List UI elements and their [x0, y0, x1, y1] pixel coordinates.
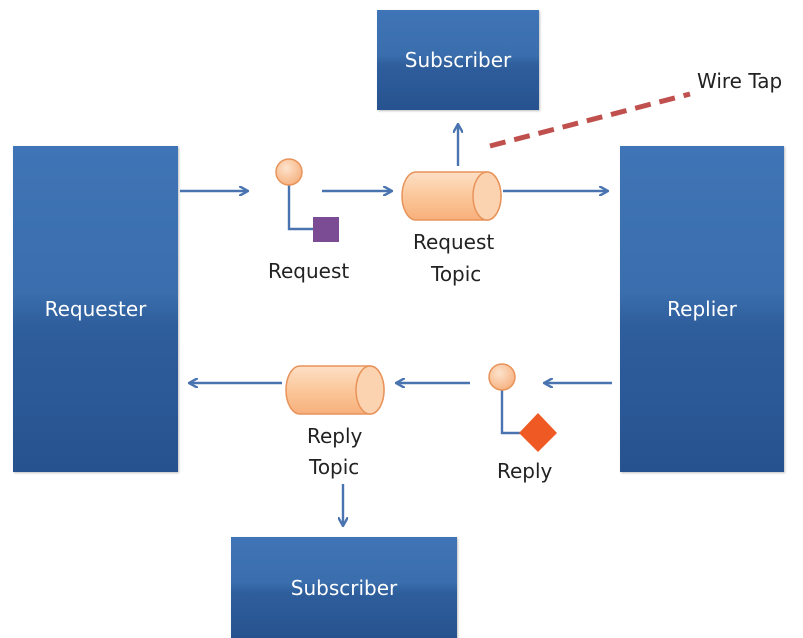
reply-message-label: Reply: [497, 459, 553, 483]
request-topic-cylinder-icon: [401, 171, 502, 221]
wire-tap-line: [489, 91, 691, 149]
requester-label: Requester: [44, 297, 147, 321]
request-message-label: Request: [268, 259, 350, 283]
subscriber-bottom-label: Subscriber: [290, 575, 398, 600]
reply-message-icon: [488, 363, 557, 452]
wire-tap-label: Wire Tap: [697, 69, 783, 93]
replier-node: Replier: [620, 146, 784, 472]
request-message-icon: [275, 158, 339, 242]
replier-label: Replier: [667, 297, 737, 321]
reply-topic-label-line1: Reply: [307, 424, 363, 448]
request-topic-label-line1: Request: [413, 230, 495, 254]
reply-topic-cylinder-icon: [285, 365, 385, 415]
subscriber-bottom-node: Subscriber: [231, 537, 457, 638]
subscriber-top-node: Subscriber: [377, 10, 539, 110]
subscriber-top-label: Subscriber: [404, 48, 512, 72]
reply-topic-label-line2: Topic: [309, 455, 360, 479]
requester-node: Requester: [13, 146, 178, 472]
request-topic-label-line2: Topic: [431, 262, 482, 286]
